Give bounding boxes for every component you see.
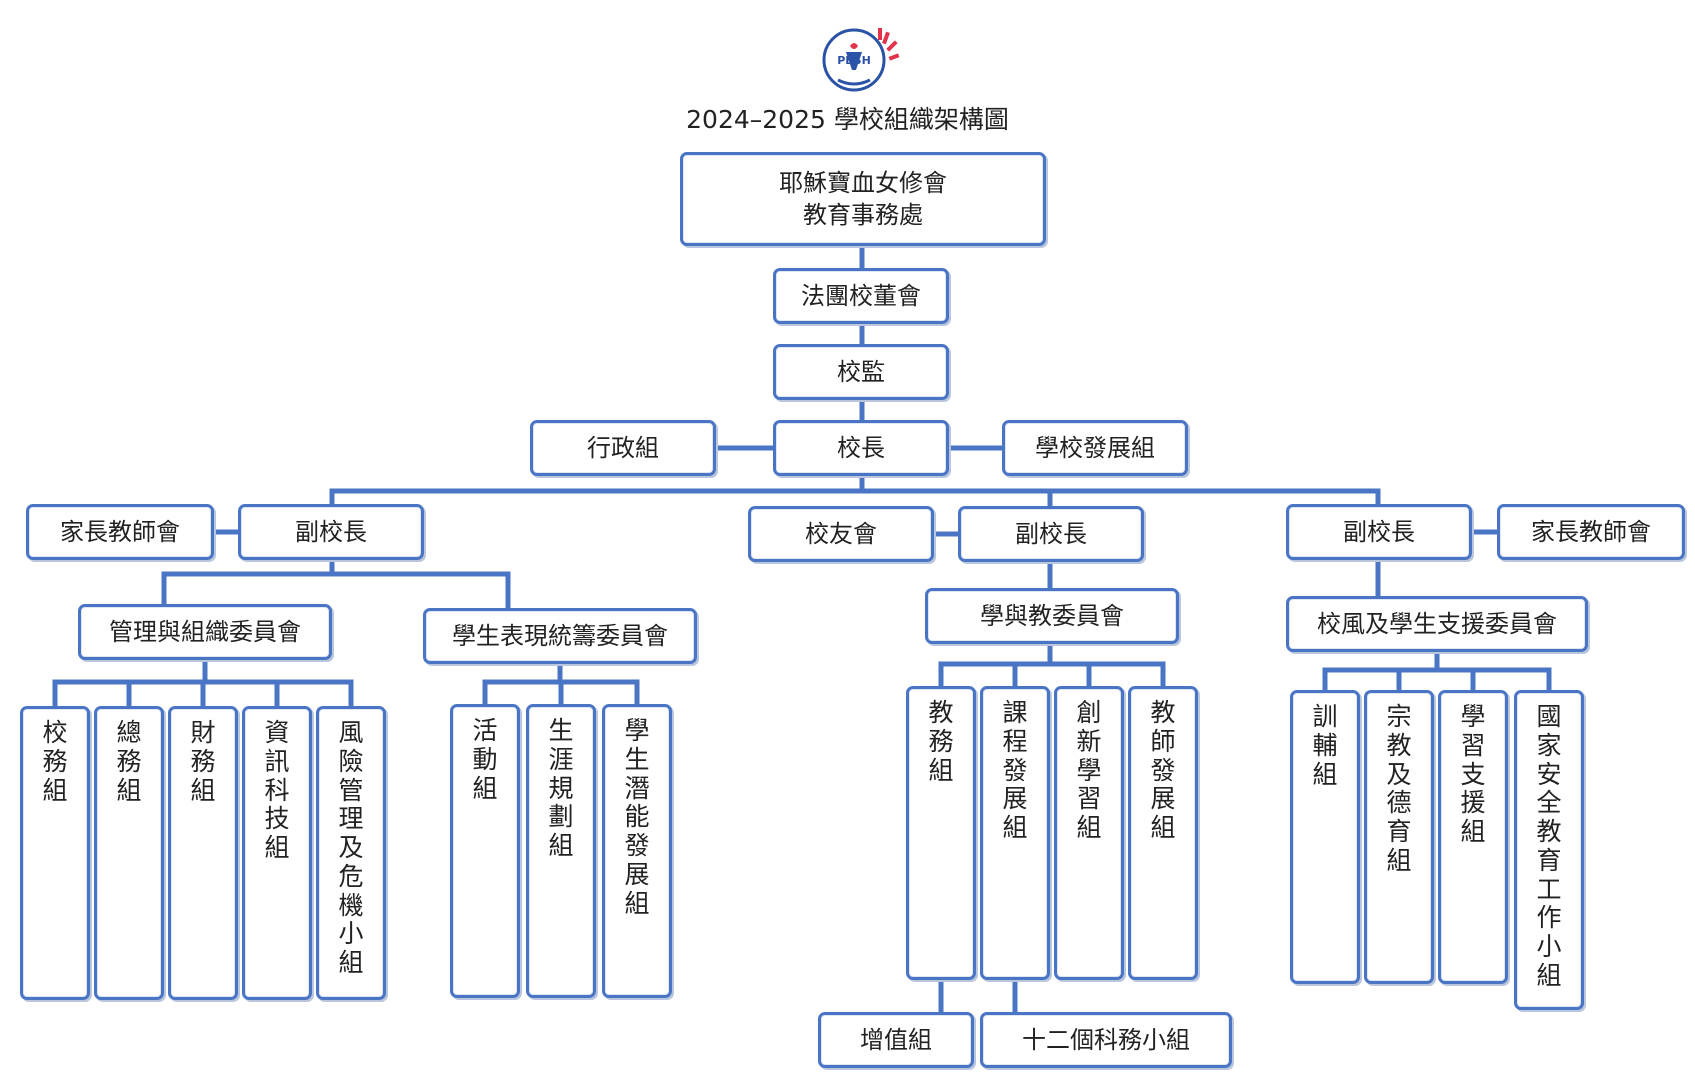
node-twelve-subject-panels: 十二個科務小組 [980,1012,1232,1068]
node-religious-moral: 宗教及德育組 [1364,690,1434,984]
node-school-development: 學校發展組 [1002,420,1188,476]
node-school-affairs: 校務組 [20,706,90,1000]
node-learning-teaching-committee: 學與教委員會 [925,588,1179,644]
node-vp-mid: 副校長 [958,506,1144,562]
node-learning-support: 學習支援組 [1438,690,1508,984]
node-school-board: 法團校董會 [773,268,949,324]
node-vp-right: 副校長 [1286,504,1472,560]
node-admin: 行政組 [530,420,716,476]
node-vp-left: 副校長 [238,504,424,560]
node-national-security-education: 國家安全教育工作小組 [1514,690,1584,1010]
node-pta-left: 家長教師會 [26,504,214,560]
node-alumni: 校友會 [748,506,934,562]
node-finance: 財務組 [168,706,238,1000]
node-ethos-support-committee: 校風及學生支援委員會 [1286,596,1588,652]
node-discipline-guidance: 訓輔組 [1290,690,1360,984]
node-enrichment: 增值組 [818,1012,974,1068]
node-general-affairs: 總務組 [94,706,164,1000]
node-education-office: 耶穌寶血女修會 教育事務處 [680,152,1046,246]
node-student-performance-committee: 學生表現統籌委員會 [423,608,697,664]
node-academic-affairs: 教務組 [906,686,976,980]
node-supervisor: 校監 [773,344,949,400]
node-it: 資訊科技組 [242,706,312,1000]
node-potential-development: 學生潛能發展組 [602,704,672,998]
node-innovative-learning: 創新學習組 [1054,686,1124,980]
node-teacher-development: 教師發展組 [1128,686,1198,980]
school-logo-icon: PBSH [822,28,900,92]
node-activities: 活動組 [450,704,520,998]
node-pta-right: 家長教師會 [1497,504,1685,560]
node-career-planning: 生涯規劃組 [526,704,596,998]
node-principal: 校長 [773,420,949,476]
chart-title: 2024–2025 學校組織架構圖 [686,105,1009,134]
node-curriculum-development: 課程發展組 [980,686,1050,980]
node-risk-crisis: 風險管理及危機小組 [316,706,386,1000]
node-management-committee: 管理與組織委員會 [78,604,332,660]
